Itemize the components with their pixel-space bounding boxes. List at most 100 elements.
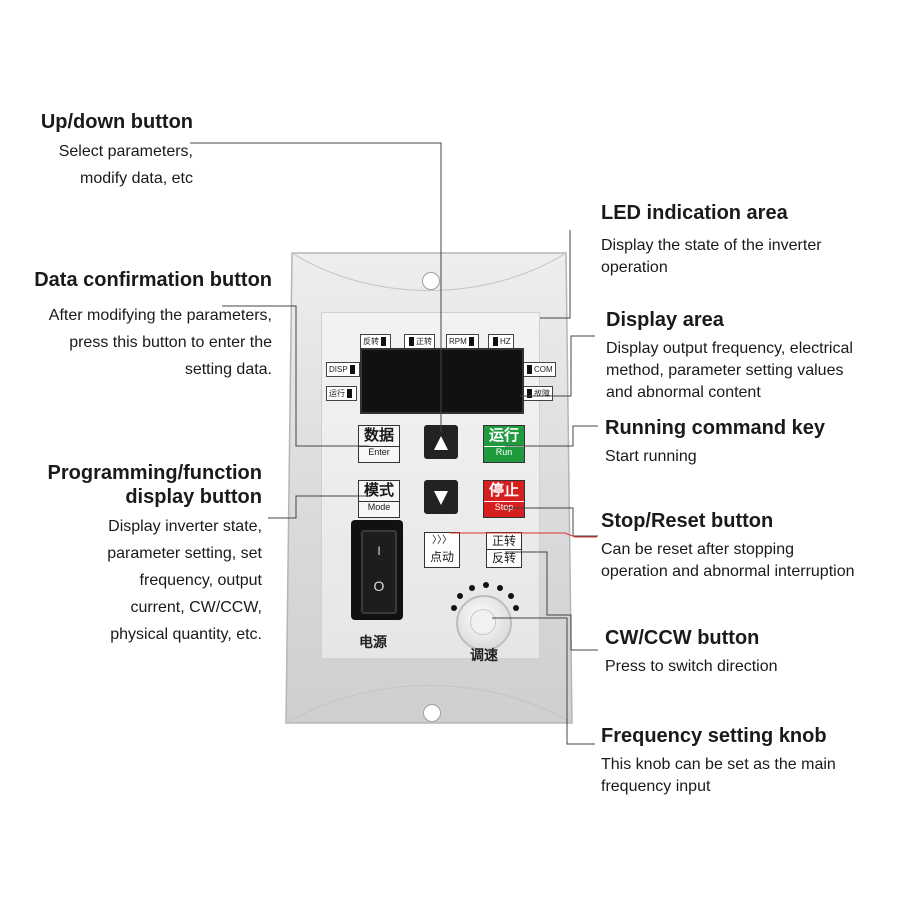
- led-hz-label: HZ: [500, 337, 511, 346]
- callout-updown: Up/down button Select parameters, modify…: [20, 110, 193, 192]
- desc-line: setting data.: [184, 361, 272, 378]
- speed-label: 调速: [470, 647, 498, 663]
- callout-led-area-desc: Display the state of the inverter operat…: [601, 235, 822, 279]
- down-arrow-icon: [434, 491, 448, 505]
- led-dot: [381, 337, 386, 347]
- led-running-label: 运行: [329, 389, 345, 398]
- led-dot: [409, 337, 414, 347]
- run-key[interactable]: 运行 Run: [483, 425, 525, 463]
- desc-line: and abnormal content: [606, 384, 761, 401]
- leader-programming: [268, 495, 369, 519]
- desc-line: Can be reset after stopping: [601, 541, 795, 558]
- callout-programming: Programming/function display button Disp…: [20, 461, 262, 648]
- callout-running-key-desc: Start running: [605, 446, 825, 468]
- desc-line: Press to switch direction: [605, 658, 778, 675]
- desc-line: press this button to enter the: [69, 334, 272, 351]
- callout-programming-title-2: display button: [125, 486, 262, 508]
- enter-key[interactable]: 数据 Enter: [358, 425, 400, 463]
- stop-key-cn: 停止: [488, 482, 519, 499]
- callout-updown-desc: Select parameters, modify data, etc: [20, 138, 193, 192]
- callout-led-area-title: LED indication area: [601, 202, 788, 224]
- desc-line: operation: [601, 259, 668, 276]
- callout-programming-desc: Display inverter state, parameter settin…: [20, 513, 262, 648]
- led-reverse-label: 反转: [363, 337, 379, 346]
- leader-data-confirm: [222, 305, 369, 447]
- power-label: 电源: [359, 634, 387, 650]
- jog-key-symbol: 〉〉〉: [432, 535, 452, 546]
- led-disp-label: DISP: [329, 365, 348, 374]
- callout-programming-title-1: Programming/function: [47, 462, 262, 484]
- run-key-cn: 运行: [488, 427, 519, 444]
- mode-key-en: Mode: [359, 501, 399, 513]
- direction-key-bottom: 反转: [487, 549, 521, 566]
- led-com-label: COM: [534, 365, 553, 374]
- down-button[interactable]: [424, 480, 458, 514]
- led-dot: [493, 337, 498, 347]
- desc-line: parameter setting, set: [107, 545, 262, 562]
- mode-key-cn: 模式: [363, 482, 394, 499]
- leader-stop-red: [450, 532, 597, 538]
- led-dot: [349, 365, 355, 375]
- led-fault-label: 故障: [534, 389, 550, 398]
- direction-key-top: 正转: [491, 534, 516, 548]
- led-forward-label: 正转: [416, 337, 432, 346]
- callout-stop-reset-title: Stop/Reset button: [601, 510, 774, 532]
- frequency-knob[interactable]: [456, 595, 512, 651]
- desc-line: frequency, output: [139, 572, 262, 589]
- callout-running-key: Running command key Start running: [605, 416, 825, 468]
- callout-display-area-title: Display area: [606, 309, 724, 331]
- led-disp-indicator: DISP: [326, 362, 360, 377]
- power-rocker-switch[interactable]: I O: [361, 530, 397, 614]
- enter-key-en: Enter: [359, 446, 399, 458]
- desc-line: Display output frequency, electrical: [606, 340, 853, 357]
- stop-key-en: Stop: [484, 501, 524, 513]
- desc-line: Start running: [605, 448, 697, 465]
- leader-cw-ccw: [505, 551, 598, 651]
- callout-data-confirm: Data confirmation button After modifying…: [10, 268, 272, 383]
- stop-key[interactable]: 停止 Stop: [483, 480, 525, 518]
- enter-key-cn: 数据: [363, 427, 394, 444]
- run-key-en: Run: [484, 446, 524, 458]
- desc-line: Select parameters,: [58, 143, 193, 160]
- leader-led-area: [540, 230, 571, 319]
- callout-freq-knob-desc: This knob can be set as the main frequen…: [601, 754, 836, 798]
- led-rpm-label: RPM: [449, 337, 467, 346]
- callout-data-confirm-title: Data confirmation button: [34, 269, 272, 291]
- callout-updown-title: Up/down button: [40, 111, 193, 133]
- led-com-indicator: COM: [522, 362, 556, 377]
- switch-off-mark: O: [373, 578, 385, 594]
- top-mount-hole: [422, 272, 440, 290]
- desc-line: physical quantity, etc.: [110, 626, 262, 643]
- callout-display-area: Display area Display output frequency, e…: [606, 308, 853, 404]
- direction-key[interactable]: 正转 反转: [486, 532, 522, 568]
- callout-freq-knob: Frequency setting knob This knob can be …: [601, 724, 836, 798]
- led-running-indicator: 运行: [326, 386, 357, 401]
- desc-line: modify data, etc: [80, 170, 193, 187]
- leader-running-key: [505, 425, 598, 447]
- desc-line: Display inverter state,: [108, 518, 262, 535]
- mode-key[interactable]: 模式 Mode: [358, 480, 400, 518]
- bottom-mount-hole: [423, 704, 441, 722]
- led-dot: [347, 389, 352, 399]
- led-fault-indicator: 故障: [522, 386, 553, 401]
- callout-cw-ccw-title: CW/CCW button: [605, 627, 760, 649]
- knob-scale-dots: [451, 582, 519, 611]
- led-dot: [527, 365, 532, 375]
- jog-key[interactable]: 〉〉〉 点动: [424, 532, 460, 568]
- desc-line: frequency input: [601, 778, 711, 795]
- desc-line: current, CW/CCW,: [130, 599, 262, 616]
- callout-freq-knob-title: Frequency setting knob: [601, 725, 827, 747]
- leader-updown: [190, 142, 442, 432]
- callout-stop-reset-desc: Can be reset after stopping operation an…: [601, 539, 855, 583]
- jog-key-cn: 点动: [429, 550, 454, 564]
- knob-cap: [470, 609, 496, 635]
- switch-on-mark: I: [377, 544, 381, 558]
- desc-line: operation and abnormal interruption: [601, 563, 855, 580]
- leader-stop-reset: [505, 507, 598, 537]
- leader-freq-knob: [492, 617, 595, 745]
- callout-running-key-title: Running command key: [605, 417, 826, 439]
- led-display-screen: [360, 348, 524, 414]
- callout-cw-ccw-desc: Press to switch direction: [605, 656, 778, 678]
- up-arrow-icon: [434, 436, 448, 450]
- callout-data-confirm-desc: After modifying the parameters, press th…: [10, 302, 272, 383]
